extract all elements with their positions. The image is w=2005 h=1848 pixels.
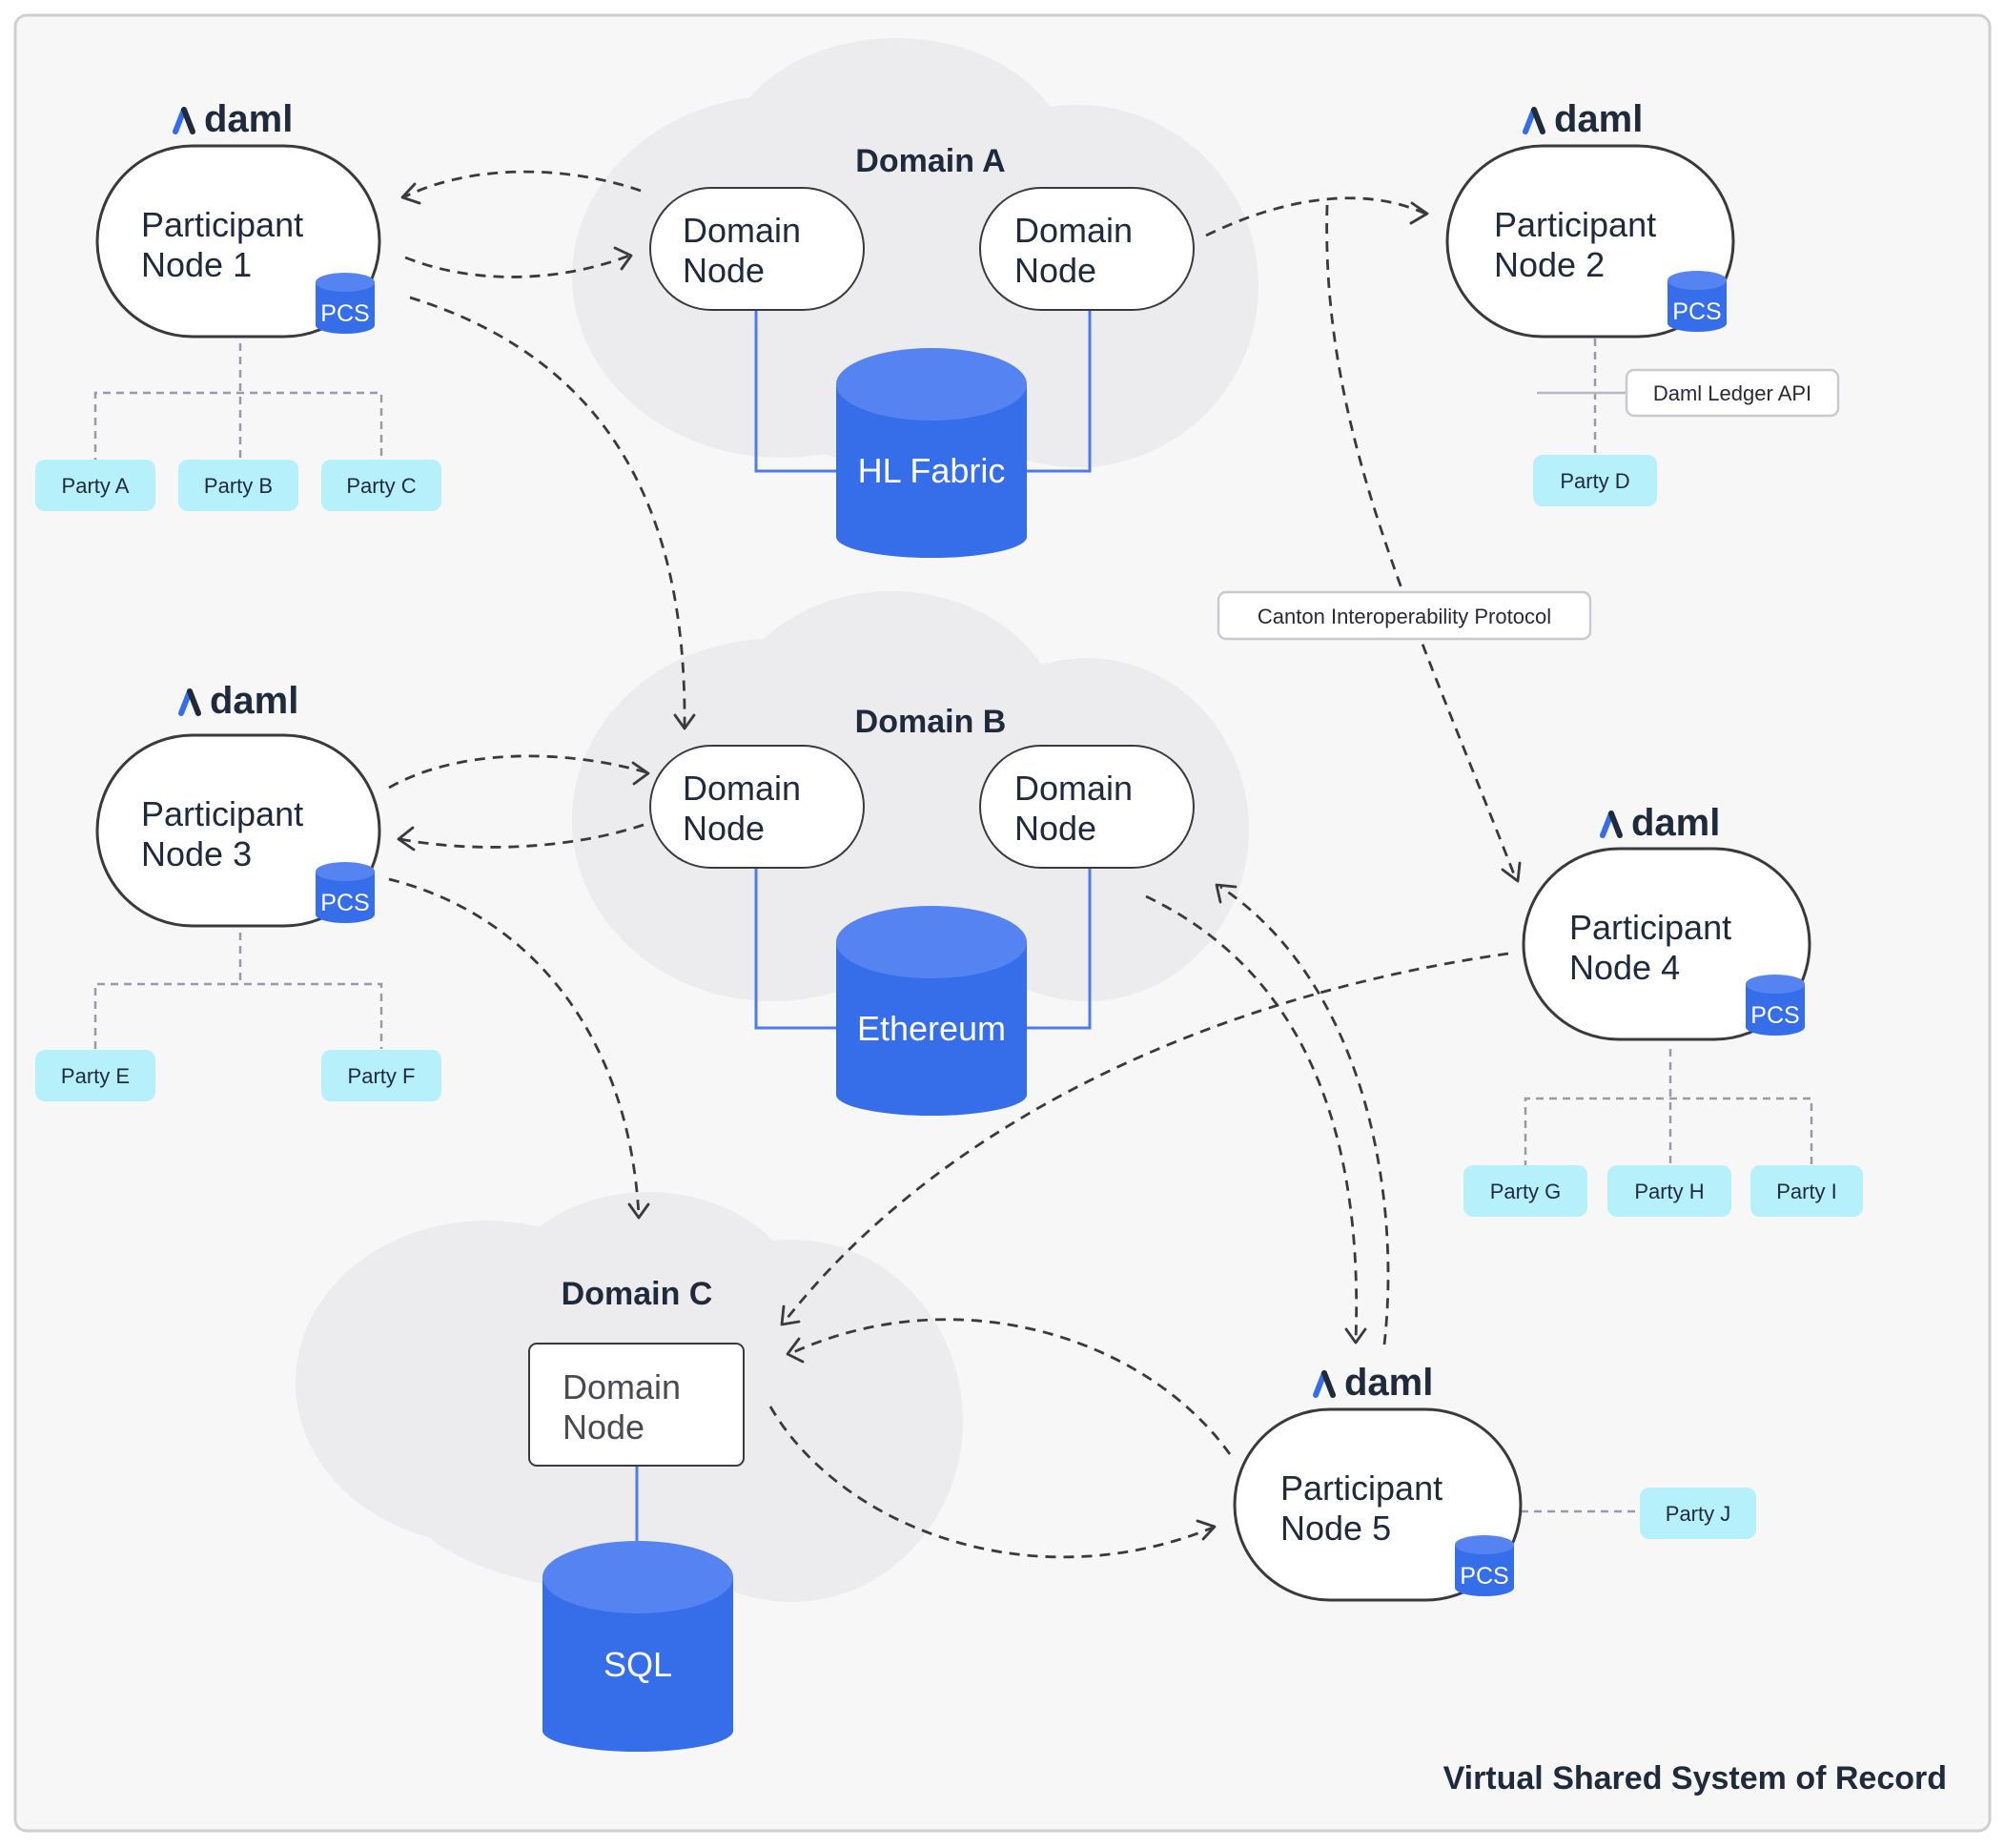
domain-node-label-line2: Node [1014,251,1096,290]
participant-label-line2: Node 2 [1494,245,1605,284]
party-label: Party G [1490,1180,1562,1203]
party-label: Party H [1634,1180,1704,1203]
daml-ledger-api-label: Daml Ledger API [1653,381,1811,405]
party-j[interactable]: Party J [1640,1488,1756,1539]
daml-logo-text: daml [1344,1362,1433,1404]
canton-interop-protocol-label: Canton Interoperability Protocol [1258,605,1551,628]
daml-logo-text: daml [210,680,298,722]
party-i[interactable]: Party I [1750,1165,1863,1217]
pcs-storage-icon: PCS [1455,1535,1514,1596]
party-c[interactable]: Party C [321,460,441,511]
party-label: Party E [61,1064,130,1088]
participant-node-3[interactable]: daml Participant Node 3 PCS [95,680,381,928]
pcs-label: PCS [320,300,369,327]
sql-database: SQL [542,1541,733,1752]
daml-logo: daml [1313,1362,1433,1404]
domain-node-label-line2: Node [1014,809,1096,848]
p3-party-lines [93,933,383,1049]
party-a[interactable]: Party A [35,460,155,511]
domain-a-title: Domain A [855,143,1005,179]
domain-b-title: Domain B [855,704,1007,740]
pcs-storage-icon: PCS [316,862,375,923]
daml-ledger-api-callout: Daml Ledger API [1537,368,1840,418]
domain-node-label-line1: Domain [1014,769,1133,808]
domain-b-link-left [754,868,839,1030]
pcs-storage-icon: PCS [1746,975,1805,1036]
domain-a-link-left [754,310,839,473]
party-d[interactable]: Party D [1533,455,1657,506]
domain-b-link-right [1025,868,1092,1030]
participant-label-line2: Node 3 [141,834,252,873]
domain-c-title: Domain C [562,1276,713,1312]
participant-label-line1: Participant [141,205,303,244]
domain-b-node-left[interactable]: Domain Node [649,745,865,869]
pcs-storage-icon: PCS [316,273,375,334]
domain-b-node-right[interactable]: Domain Node [979,745,1195,869]
domain-node-label-line2: Node [683,809,765,848]
participant-label-line1: Participant [1569,908,1731,947]
participant-node-4[interactable]: daml Participant Node 4 PCS [1522,802,1811,1041]
participant-node-1[interactable]: daml Participant Node 1 PCS [95,98,381,339]
domain-node-label-line2: Node [563,1407,644,1447]
pcs-storage-icon: PCS [1667,271,1727,332]
hl-fabric-database: HL Fabric [836,348,1027,558]
domain-node-label-line1: Domain [1014,211,1133,250]
participant-label-line2: Node 4 [1569,948,1680,987]
party-label: Party A [62,474,130,498]
domain-node-label-line1: Domain [683,211,801,250]
sql-label: SQL [604,1645,672,1684]
domain-a-node-right[interactable]: Domain Node [979,187,1195,311]
party-e[interactable]: Party E [35,1050,155,1101]
participant-label-line2: Node 5 [1280,1509,1391,1548]
participant-label-line1: Participant [1280,1468,1442,1508]
daml-logo-text: daml [204,98,293,140]
pcs-label: PCS [320,890,369,916]
participant-label-line2: Node 1 [141,245,252,284]
ethereum-database: Ethereum [836,906,1027,1116]
hl-fabric-label: HL Fabric [858,451,1006,490]
party-h[interactable]: Party H [1607,1165,1731,1217]
party-label: Party C [346,474,416,498]
party-label: Party I [1776,1180,1837,1203]
party-label: Party B [204,474,273,498]
daml-logo: daml [178,680,298,722]
daml-logo: daml [173,98,293,140]
participant-node-2[interactable]: daml Participant Node 2 PCS [1445,98,1735,339]
party-label: Party D [1560,469,1629,493]
p4-party-lines [1524,1049,1813,1168]
party-f[interactable]: Party F [321,1050,441,1101]
domain-node-label-line1: Domain [563,1367,681,1407]
domain-c-node[interactable]: Domain Node [528,1343,745,1467]
pcs-label: PCS [1750,1002,1799,1029]
daml-logo: daml [1600,802,1720,844]
domain-a-link-right [1025,310,1092,473]
ethereum-label: Ethereum [857,1009,1006,1048]
domain-node-label-line2: Node [683,251,765,290]
daml-logo-text: daml [1554,98,1643,140]
message-arrows [388,170,1522,1559]
party-b[interactable]: Party B [178,460,298,511]
participant-node-5[interactable]: daml Participant Node 5 PCS [1233,1362,1523,1602]
footer-caption: Virtual Shared System of Record [1443,1760,1947,1797]
p1-party-lines [93,343,383,465]
domain-a-node-left[interactable]: Domain Node [649,187,865,311]
party-label: Party F [348,1064,416,1088]
daml-logo: daml [1523,98,1643,140]
domain-node-label-line1: Domain [683,769,801,808]
party-g[interactable]: Party G [1463,1165,1587,1217]
daml-logo-text: daml [1631,802,1720,844]
pcs-label: PCS [1672,298,1721,325]
pcs-label: PCS [1460,1563,1508,1590]
canton-interop-protocol-callout: Canton Interoperability Protocol [1217,590,1592,641]
party-label: Party J [1666,1502,1730,1526]
participant-label-line1: Participant [141,794,303,833]
participant-label-line1: Participant [1494,205,1656,244]
